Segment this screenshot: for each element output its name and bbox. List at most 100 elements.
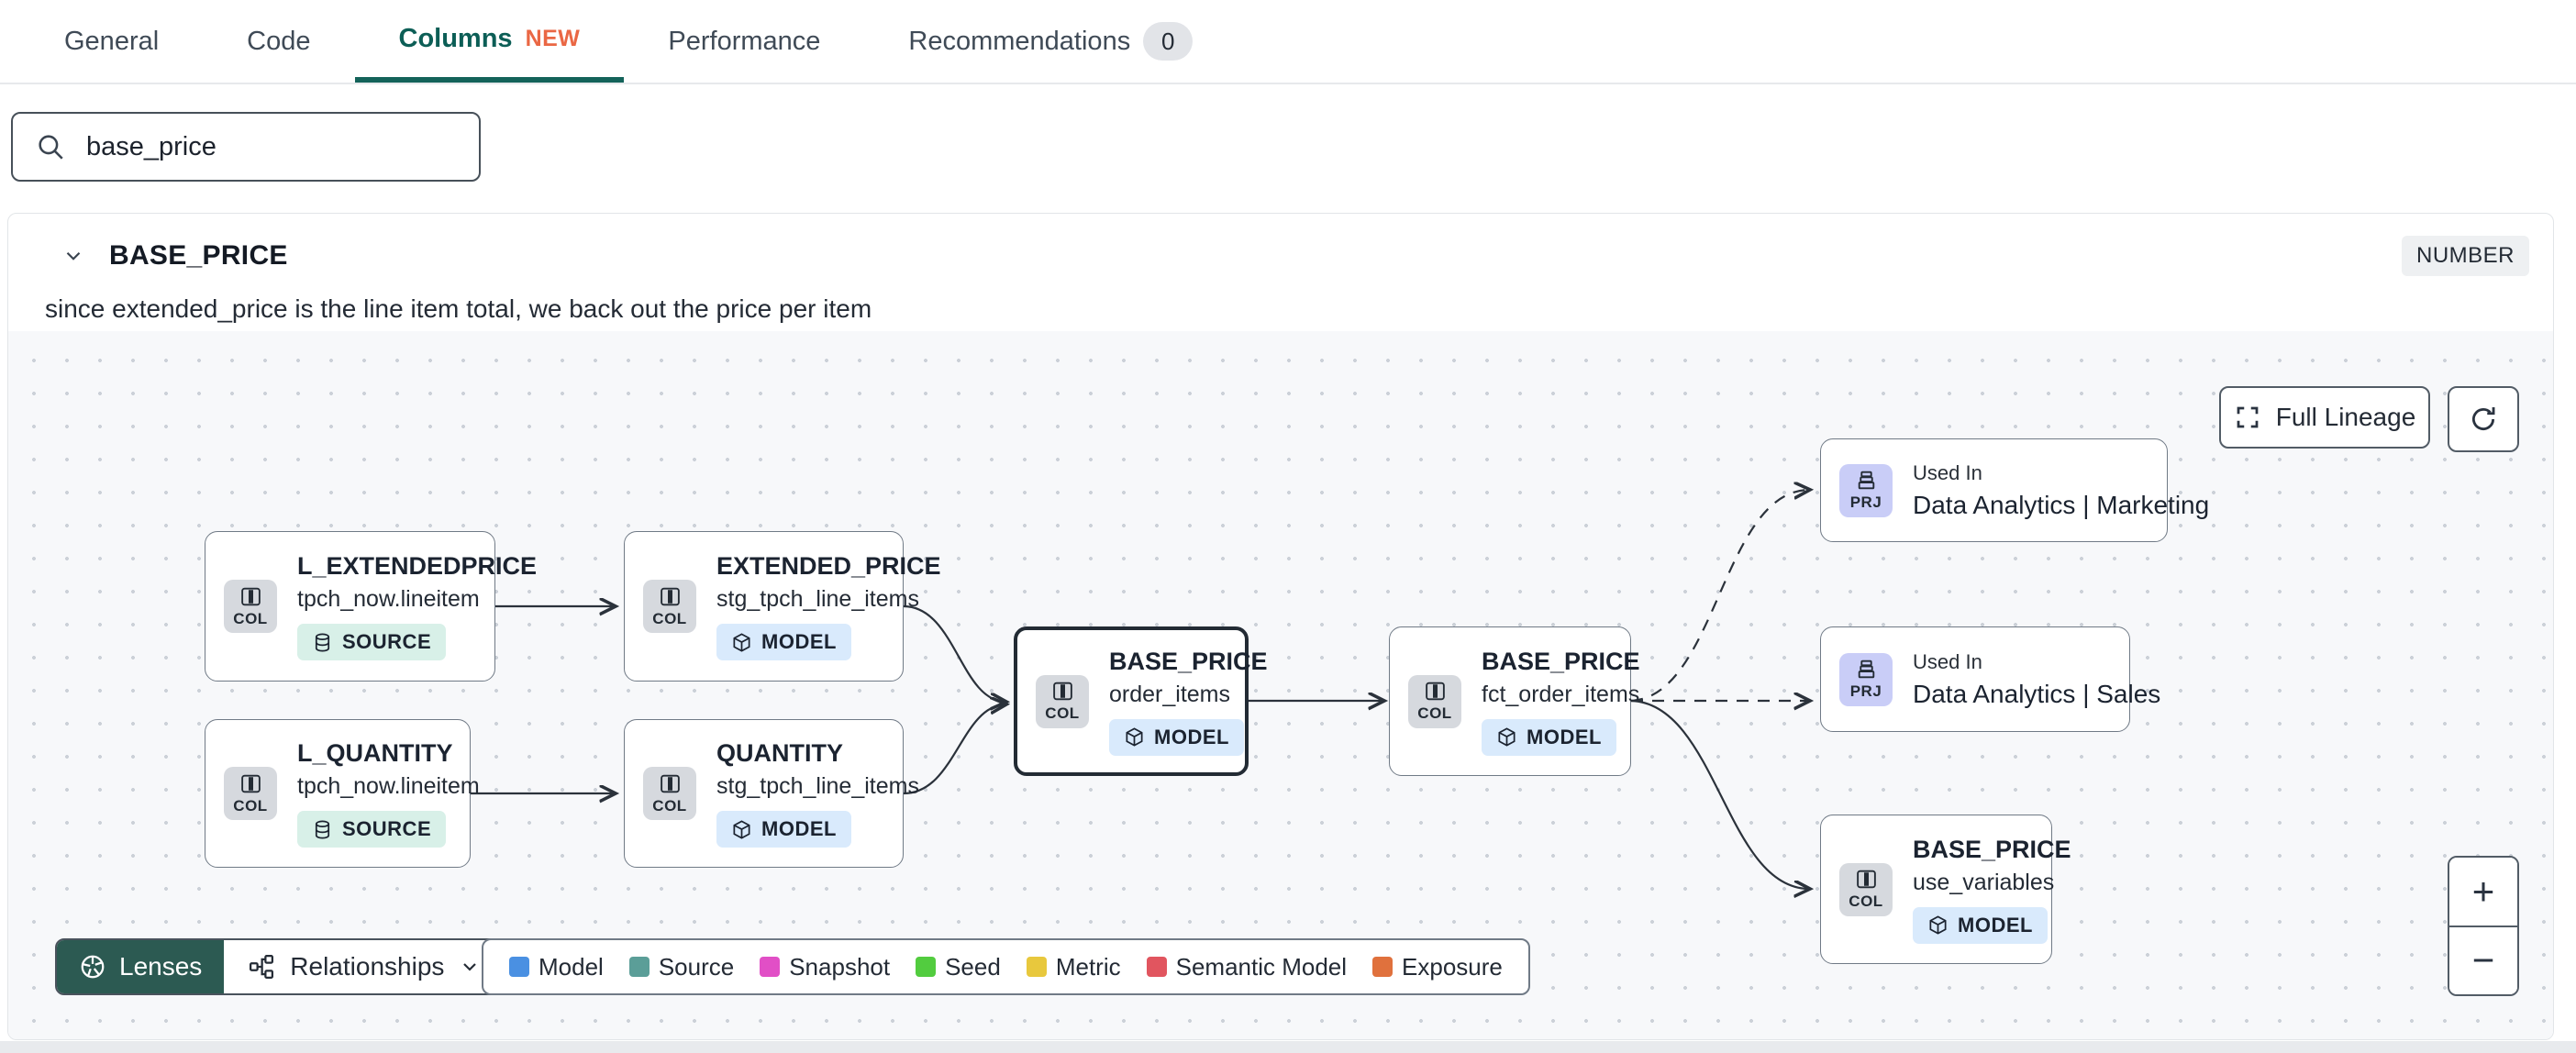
zoom-control: + − bbox=[2448, 856, 2519, 996]
exposure-swatch bbox=[1372, 957, 1393, 977]
node-subtitle: order_items bbox=[1109, 681, 1230, 707]
chip-label: COL bbox=[1417, 704, 1452, 722]
legend-item: Model bbox=[509, 953, 604, 981]
search-input[interactable] bbox=[86, 131, 457, 162]
column-chip: COL bbox=[643, 767, 696, 820]
legend-label: Model bbox=[539, 952, 604, 981]
lineage-canvas[interactable]: COL L_EXTENDEDPRICE tpch_now.lineitem SO… bbox=[8, 331, 2553, 1040]
columns-icon bbox=[1051, 680, 1074, 703]
recommendations-count-badge: 0 bbox=[1143, 22, 1194, 61]
legend-label: Snapshot bbox=[789, 952, 891, 981]
columns-icon bbox=[659, 585, 682, 608]
columns-icon bbox=[659, 772, 682, 795]
plus-icon: + bbox=[2471, 869, 2495, 913]
chip-label: COL bbox=[652, 796, 687, 815]
lenses-control: Lenses Relationships bbox=[55, 938, 507, 995]
columns-icon bbox=[239, 585, 262, 608]
lineage-node[interactable]: COL BASE_PRICE use_variables MODEL bbox=[1820, 815, 2071, 964]
node-title: L_EXTENDEDPRICE bbox=[297, 552, 538, 580]
node-subtitle: fct_order_items bbox=[1482, 681, 1640, 707]
lenses-button[interactable]: Lenses bbox=[57, 940, 225, 993]
badge-label: MODEL bbox=[761, 630, 837, 653]
tab-performance[interactable]: Performance bbox=[624, 0, 864, 83]
project-chip: PRJ bbox=[1839, 463, 1893, 517]
column-card-header: BASE_PRICE NUMBER bbox=[8, 214, 2553, 276]
badge-label: MODEL bbox=[1527, 725, 1602, 748]
column-description: since extended_price is the line item to… bbox=[45, 294, 872, 323]
new-badge: NEW bbox=[525, 25, 581, 51]
fullscreen-icon bbox=[2234, 404, 2261, 431]
cube-icon bbox=[1124, 726, 1145, 748]
cube-icon bbox=[731, 819, 752, 840]
chip-label: COL bbox=[1849, 892, 1883, 910]
snapshot-swatch bbox=[760, 957, 781, 977]
lenses-label: Lenses bbox=[119, 952, 203, 981]
tab-bar: General Code Columns NEW Performance Rec… bbox=[0, 0, 2576, 84]
tab-label: Code bbox=[247, 26, 311, 56]
used-in-label: Used In bbox=[1913, 460, 1982, 484]
lineage-node-exposure[interactable]: PRJ Used In Data Analytics | Marketing bbox=[1820, 438, 2209, 542]
tab-code[interactable]: Code bbox=[203, 0, 354, 83]
node-subtitle: use_variables bbox=[1913, 869, 2055, 895]
resource-badge: MODEL bbox=[716, 624, 851, 660]
refresh-button[interactable] bbox=[2448, 386, 2519, 452]
search-row bbox=[0, 84, 2576, 182]
lineage-node[interactable]: COL BASE_PRICE fct_order_items MODEL bbox=[1389, 626, 1640, 776]
columns-icon bbox=[1855, 868, 1878, 891]
legend-label: Metric bbox=[1055, 952, 1121, 981]
tab-columns[interactable]: Columns NEW bbox=[354, 0, 625, 83]
column-chip: COL bbox=[643, 580, 696, 633]
tab-label: General bbox=[64, 26, 160, 56]
project-icon bbox=[1855, 658, 1878, 681]
tab-label: Recommendations bbox=[908, 26, 1131, 56]
lineage-edges bbox=[471, 331, 2553, 1040]
relationships-dropdown[interactable]: Relationships bbox=[224, 940, 505, 993]
legend-item: Seed bbox=[916, 953, 1001, 981]
lineage-node-selected[interactable]: COL BASE_PRICE order_items MODEL bbox=[1014, 626, 1268, 776]
chevron-down-icon[interactable] bbox=[61, 244, 85, 268]
node-title: QUANTITY bbox=[716, 739, 843, 767]
full-lineage-label: Full Lineage bbox=[2275, 403, 2416, 431]
refresh-icon bbox=[2468, 404, 2499, 435]
legend-label: Source bbox=[658, 952, 735, 981]
full-lineage-button[interactable]: Full Lineage bbox=[2219, 386, 2430, 449]
node-subtitle: tpch_now.lineitem bbox=[297, 773, 480, 799]
chip-label: PRJ bbox=[1849, 682, 1882, 700]
zoom-out-button[interactable]: − bbox=[2449, 926, 2517, 994]
lineage-node-exposure[interactable]: PRJ Used In Data Analytics | Sales bbox=[1820, 626, 2160, 732]
search-box[interactable] bbox=[11, 112, 481, 182]
database-icon bbox=[312, 632, 333, 653]
legend-label: Exposure bbox=[1402, 952, 1503, 981]
chip-label: COL bbox=[652, 609, 687, 627]
legend-item: Source bbox=[628, 952, 735, 981]
column-name: BASE_PRICE bbox=[109, 240, 288, 271]
lineage-node[interactable]: COL EXTENDED_PRICE stg_tpch_line_items M… bbox=[624, 531, 941, 682]
badge-label: MODEL bbox=[761, 817, 837, 840]
node-title: Data Analytics | Marketing bbox=[1913, 490, 2210, 519]
lineage-node[interactable]: COL QUANTITY stg_tpch_line_items MODEL bbox=[624, 719, 919, 868]
node-subtitle: stg_tpch_line_items bbox=[716, 586, 919, 612]
badge-label: MODEL bbox=[1154, 725, 1229, 748]
bottom-scrollbar-track[interactable] bbox=[0, 1041, 2576, 1053]
legend-item: Metric bbox=[1026, 952, 1121, 981]
resource-badge: SOURCE bbox=[297, 624, 447, 660]
columns-icon bbox=[239, 772, 262, 795]
database-icon bbox=[312, 819, 333, 840]
node-title: L_QUANTITY bbox=[297, 739, 453, 767]
zoom-in-button[interactable]: + bbox=[2449, 858, 2517, 927]
badge-label: SOURCE bbox=[342, 817, 432, 840]
project-chip: PRJ bbox=[1839, 652, 1893, 706]
legend-item: Exposure bbox=[1372, 953, 1503, 981]
tab-label: Performance bbox=[668, 26, 821, 56]
lineage-node[interactable]: COL L_EXTENDEDPRICE tpch_now.lineitem SO… bbox=[205, 531, 537, 682]
legend-label: Seed bbox=[945, 952, 1001, 981]
node-title: BASE_PRICE bbox=[1109, 647, 1268, 675]
tab-recommendations[interactable]: Recommendations 0 bbox=[864, 0, 1237, 83]
resource-badge: SOURCE bbox=[297, 811, 447, 848]
tab-general[interactable]: General bbox=[20, 0, 203, 83]
lineage-node[interactable]: COL L_QUANTITY tpch_now.lineitem SOURCE bbox=[205, 719, 480, 868]
column-chip: COL bbox=[1408, 674, 1461, 728]
legend-item: Snapshot bbox=[760, 953, 890, 981]
node-title: BASE_PRICE bbox=[1913, 835, 2071, 863]
